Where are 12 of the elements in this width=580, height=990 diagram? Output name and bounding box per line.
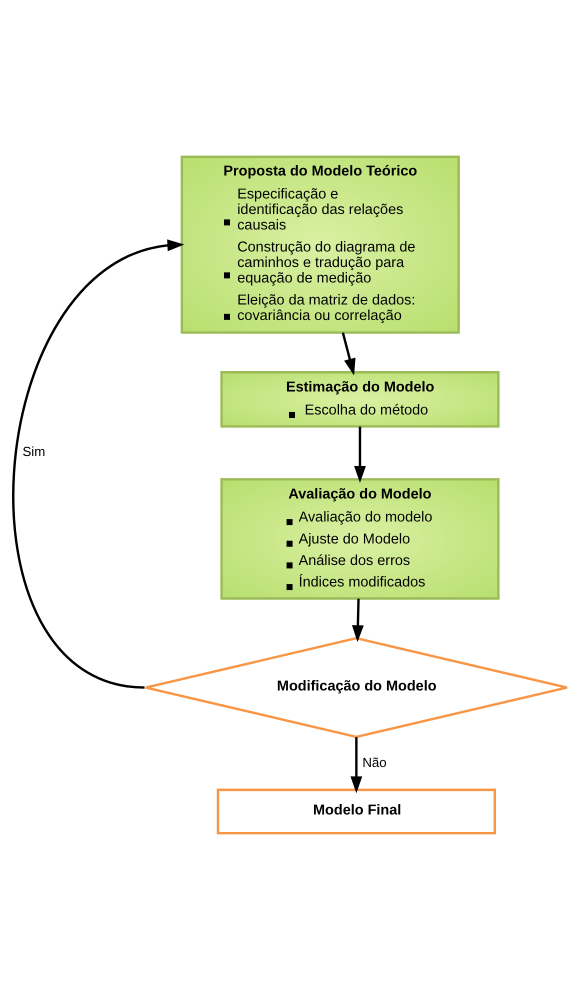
arrow: [350, 737, 362, 794]
arrow: [354, 426, 366, 483]
node-diamond: Modificação do Modelo: [144, 636, 568, 738]
node-box: Estimação do Modelo Escolha do método: [220, 371, 500, 428]
arrow: [352, 598, 364, 642]
edge-label: Sim: [22, 444, 46, 460]
arrow: [12, 239, 184, 689]
node-box: Proposta do Modelo Teórico Especificação e identificação das relações causais Construção do diagrama de caminhos e tradução para equação de medição Eleição da matriz de dados: covariância ou correlação: [180, 156, 460, 334]
arrow: [342, 332, 356, 376]
edge-label: Não: [362, 754, 387, 770]
node-box: Modelo Final: [216, 788, 496, 834]
node-box: Avaliação do Modelo Avaliação do modelo Ajuste do Modelo Análise dos erros Índices modificados: [220, 478, 500, 600]
